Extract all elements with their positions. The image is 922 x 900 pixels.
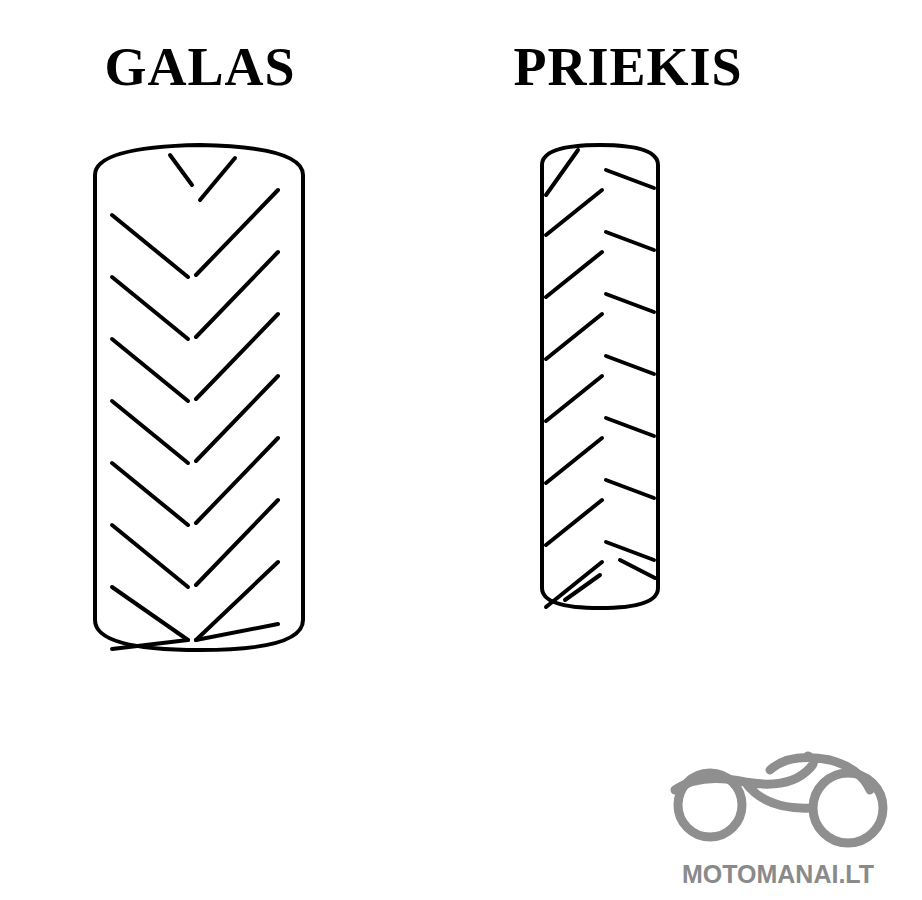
front-tire	[542, 145, 658, 608]
tread-stroke	[200, 158, 235, 200]
tread-stroke	[170, 155, 192, 185]
tread-stroke	[606, 418, 654, 436]
tread-stroke	[112, 401, 188, 463]
tread-stroke	[546, 376, 602, 421]
watermark-text: MOTOMANAI.LT	[682, 860, 874, 889]
tread-stroke	[606, 170, 654, 188]
tread-stroke	[112, 640, 188, 649]
tread-stroke	[546, 500, 602, 545]
tread-stroke	[565, 575, 600, 600]
tread-stroke	[112, 339, 188, 401]
tread-stroke	[112, 277, 188, 339]
tread-stroke	[546, 438, 602, 483]
tread-stroke	[606, 294, 654, 312]
tread-stroke	[112, 587, 188, 640]
tread-stroke	[606, 480, 654, 498]
tread-stroke	[546, 150, 578, 195]
heading-label: GALAS	[104, 36, 295, 98]
tread-stroke	[196, 562, 278, 640]
tread-stroke	[546, 562, 602, 607]
rear-tire	[95, 145, 303, 650]
heading-label: PRIEKIS	[513, 36, 742, 98]
tread-stroke	[112, 525, 188, 587]
tread-stroke	[112, 215, 188, 277]
tread-stroke	[606, 356, 654, 374]
tread-stroke	[546, 314, 602, 359]
tread-stroke	[606, 542, 654, 560]
tread-stroke	[606, 232, 654, 250]
tread-stroke	[546, 252, 602, 297]
tread-stroke	[620, 560, 655, 578]
tread-stroke	[196, 624, 278, 640]
tread-stroke	[112, 463, 188, 525]
tread-stroke	[546, 190, 602, 235]
watermark-logo	[675, 756, 883, 843]
